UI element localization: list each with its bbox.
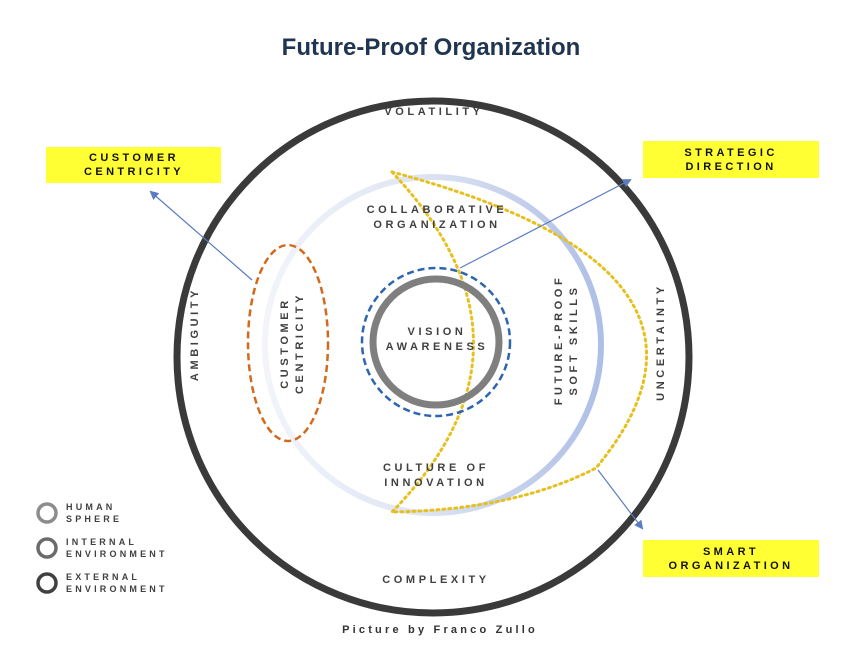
callout-smart-organization-line1: SMART: [703, 546, 759, 558]
middle-label-soft-skills-line1: FUTURE-PROOF: [553, 275, 565, 406]
middle-label-collaborative-line1: COLLABORATIVE: [367, 204, 508, 216]
middle-label-customer-line2: CENTRICITY: [294, 292, 306, 394]
outer-label-complexity: COMPLEXITY: [382, 574, 490, 586]
inner-dotted-arc: [390, 170, 475, 514]
arrow-smart-organization: [597, 469, 644, 530]
middle-label-customer-line1: CUSTOMER: [279, 297, 291, 389]
customer-centricity-ellipse: [246, 243, 330, 443]
core-label-line1: VISION: [408, 326, 467, 338]
callout-strategic-direction-box: [643, 141, 819, 178]
outer-dotted-arc: [390, 170, 648, 514]
legend: HUMAN SPHERE INTERNAL ENVIRONMENT EXTERN…: [36, 502, 168, 594]
legend-internal-environment-line1: INTERNAL: [66, 537, 137, 547]
core-label-line2: AWARENESS: [386, 341, 489, 353]
picture-credit: Picture by Franco Zullo: [342, 624, 538, 636]
core-ring: [369, 275, 503, 409]
page-title: Future-Proof Organization: [282, 34, 581, 61]
callout-smart-organization-line2: ORGANIZATION: [669, 560, 794, 572]
outer-label-volatility: VOLATILITY: [384, 106, 483, 118]
outer-label-uncertainty: UNCERTAINTY: [655, 283, 667, 401]
callout-strategic-direction-line1: STRATEGIC: [684, 147, 777, 159]
callout-customer-centricity-line1: CUSTOMER: [89, 152, 179, 164]
outer-ring: [173, 97, 693, 617]
middle-label-collaborative-line2: ORGANIZATION: [373, 219, 500, 231]
middle-ring: [262, 174, 604, 516]
legend-external-environment-line1: EXTERNAL: [66, 572, 140, 582]
callout-smart-organization-box: [643, 540, 819, 577]
legend-external-environment-icon: [36, 572, 58, 594]
core-dashed-ring: [360, 266, 512, 418]
legend-human-sphere-line2: SPHERE: [66, 514, 122, 524]
legend-human-sphere-icon: [36, 502, 58, 524]
legend-internal-environment-icon: [36, 537, 58, 559]
callout-strategic-direction-line2: DIRECTION: [685, 161, 776, 173]
middle-label-innovation-line1: CULTURE OF: [383, 462, 489, 474]
outer-label-ambiguity: AMBIGUITY: [189, 287, 201, 381]
callout-customer-centricity-box: [46, 147, 221, 183]
legend-human-sphere-line1: HUMAN: [66, 502, 116, 512]
arrow-strategic-direction: [459, 179, 632, 269]
middle-label-innovation-line2: INNOVATION: [384, 477, 487, 489]
callout-customer-centricity-line2: CENTRICITY: [84, 166, 184, 178]
legend-external-environment-line2: ENVIRONMENT: [66, 584, 168, 594]
arrow-customer-centricity: [149, 190, 253, 281]
middle-label-soft-skills-line2: SOFT SKILLS: [568, 284, 580, 395]
legend-internal-environment-line2: ENVIRONMENT: [66, 549, 168, 559]
